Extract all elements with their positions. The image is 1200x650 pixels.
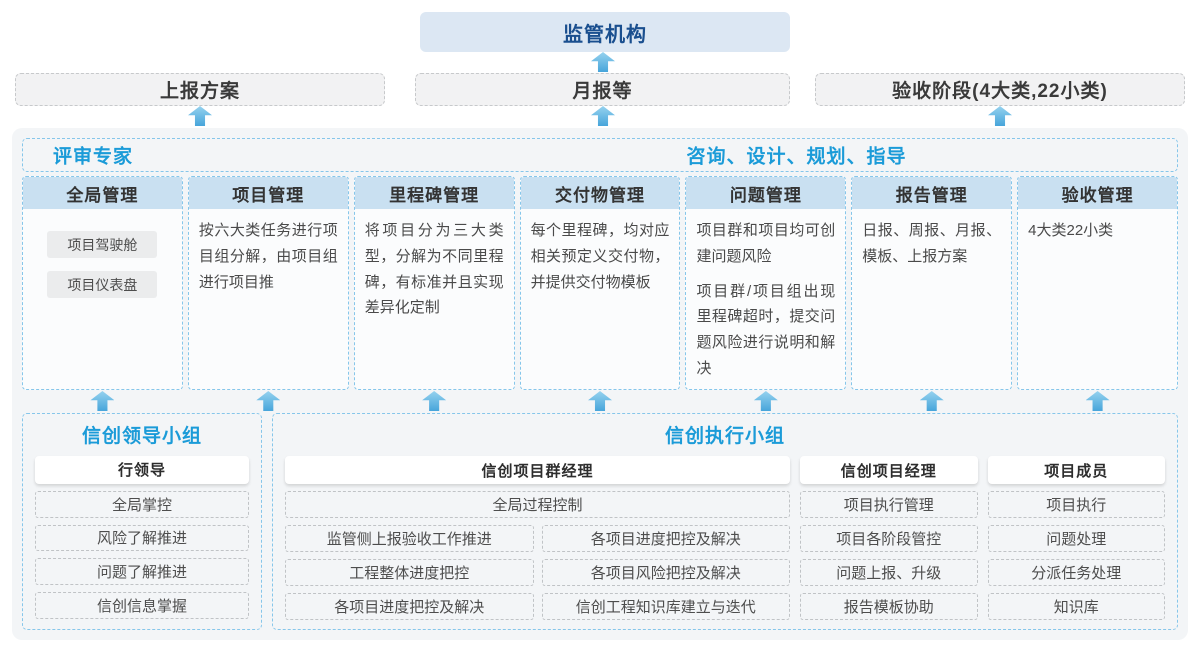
execution-group: 信创执行小组 信创项目群经理 全局过程控制 监管侧上报验收工作推进 各项目进度把… (272, 413, 1178, 630)
pgm-duty: 监管侧上报验收工作推进 (285, 525, 534, 552)
program-manager-column: 信创项目群经理 全局过程控制 监管侧上报验收工作推进 各项目进度把控及解决 工程… (285, 456, 790, 620)
column-text: 每个里程碑，均对应相关预定义交付物，并提供交付物模板 (530, 222, 670, 291)
column-title: 里程碑管理 (354, 177, 514, 209)
leader-duty: 全局掌控 (35, 490, 249, 518)
role-project-member: 项目成员 (987, 456, 1165, 484)
role-project-manager: 信创项目经理 (800, 456, 978, 484)
pgm-duty-row: 工程整体进度把控 各项目风险把控及解决 (285, 552, 790, 586)
up-arrow-icon (188, 106, 212, 126)
column-text: 日报、周报、月报、模板、上报方案 (862, 222, 1002, 265)
project-manager-column: 信创项目经理 项目执行管理 项目各阶段管控 问题上报、升级 报告模板协助 (800, 456, 978, 620)
tag-project-cockpit: 项目驾驶舱 (47, 231, 158, 258)
review-experts-label: 评审专家 (53, 146, 134, 168)
column-project-management: 项目管理 按六大类任务进行项目组分解，由项目组进行项目推 (187, 176, 349, 390)
up-arrow-icon (256, 391, 281, 411)
leadership-group-title: 信创领导小组 (81, 426, 202, 447)
pgm-duty: 各项目进度把控及解决 (285, 593, 534, 620)
column-body: 日报、周报、月报、模板、上报方案 (852, 209, 1011, 285)
pgm-duty: 各项目进度把控及解决 (541, 525, 790, 552)
column-title: 报告管理 (852, 177, 1012, 209)
column-issue-management: 问题管理 项目群和项目均可创建问题风险 项目群/项目组出现里程碑超时，提交问题风… (685, 176, 847, 390)
regulator-box: 监管机构 (420, 12, 790, 52)
leader-duty: 信创信息掌握 (35, 592, 249, 619)
project-member-column: 项目成员 项目执行 问题处理 分派任务处理 知识库 (987, 456, 1165, 620)
regulator-label: 监管机构 (563, 23, 647, 46)
member-duty: 分派任务处理 (987, 559, 1165, 586)
pgm-duty-row: 各项目进度把控及解决 信创工程知识库建立与迭代 (285, 586, 790, 620)
pm-duty: 项目执行管理 (800, 491, 978, 518)
column-text: 4大类22小类 (1028, 222, 1114, 239)
column-global-management: 全局管理 项目驾驶舱 项目仪表盘 (22, 176, 183, 390)
column-text: 项目群/项目组出现里程碑超时，提交问题风险进行说明和解决 (696, 282, 836, 377)
up-arrow-icon (1085, 391, 1110, 411)
column-body: 4大类22小类 (1018, 209, 1177, 259)
up-arrow-icon (90, 391, 115, 411)
leader-duty: 风险了解推进 (35, 524, 249, 552)
column-report-management: 报告管理 日报、周报、月报、模板、上报方案 (851, 176, 1013, 390)
column-body: 按六大类任务进行项目组分解，由项目组进行项目推 (189, 209, 348, 310)
tag-project-dashboard: 项目仪表盘 (47, 271, 158, 298)
up-arrow-icon (988, 106, 1012, 126)
channel-box-report-plan: 上报方案 (15, 73, 385, 106)
up-arrow-icon (919, 391, 944, 411)
column-deliverable-management: 交付物管理 每个里程碑，均对应相关预定义交付物，并提供交付物模板 (519, 176, 681, 390)
column-title: 验收管理 (1018, 177, 1178, 209)
up-arrow-icon (588, 391, 612, 411)
pgm-duty: 工程整体进度把控 (285, 559, 534, 586)
pm-duty: 项目各阶段管控 (800, 525, 978, 552)
column-title: 交付物管理 (520, 177, 680, 209)
column-milestone-management: 里程碑管理 将项目分为三大类型，分解为不同里程碑，有标准并且实现差异化定制 (353, 176, 515, 390)
column-title: 项目管理 (188, 177, 348, 209)
channel-box-acceptance-stage: 验收阶段(4大类,22小类) (815, 73, 1185, 106)
column-body: 项目群和项目均可创建问题风险 项目群/项目组出现里程碑超时，提交问题风险进行说明… (686, 209, 845, 389)
column-body: 每个里程碑，均对应相关预定义交付物，并提供交付物模板 (521, 209, 680, 310)
group-to-column-arrows (22, 391, 1178, 411)
column-title: 问题管理 (686, 177, 846, 209)
member-duty: 问题处理 (987, 525, 1165, 552)
column-body: 将项目分为三大类型，分解为不同里程碑，有标准并且实现差异化定制 (355, 209, 514, 336)
advisor-strip: 评审专家 咨询、设计、规划、指导 (22, 138, 1178, 172)
up-arrow-icon (422, 391, 447, 411)
column-title: 全局管理 (23, 177, 182, 209)
role-bank-leader: 行领导 (35, 456, 249, 484)
column-body: 项目驾驶舱 项目仪表盘 (23, 209, 182, 304)
pgm-duty-row: 监管侧上报验收工作推进 各项目进度把控及解决 (285, 518, 790, 552)
execution-group-body: 信创项目群经理 全局过程控制 监管侧上报验收工作推进 各项目进度把控及解决 工程… (285, 456, 1165, 620)
pm-duty: 报告模板协助 (800, 593, 978, 620)
column-text: 按六大类任务进行项目组分解，由项目组进行项目推 (198, 222, 338, 291)
channel-box-monthly-report: 月报等 (415, 73, 790, 106)
role-program-manager: 信创项目群经理 (285, 456, 790, 484)
pm-duty: 问题上报、升级 (800, 559, 978, 586)
consulting-label: 咨询、设计、规划、指导 (686, 146, 907, 168)
up-arrow-icon (753, 391, 778, 411)
column-acceptance-management: 验收管理 4大类22小类 (1017, 176, 1179, 390)
column-text: 将项目分为三大类型，分解为不同里程碑，有标准并且实现差异化定制 (364, 222, 504, 317)
channel-label: 验收阶段(4大类,22小类) (892, 81, 1108, 102)
pgm-duty: 各项目风险把控及解决 (541, 559, 790, 586)
pgm-duty: 信创工程知识库建立与迭代 (541, 593, 790, 620)
column-text: 项目群和项目均可创建问题风险 (696, 222, 836, 265)
channel-label: 月报等 (572, 81, 633, 102)
pgm-duty-full: 全局过程控制 (285, 491, 790, 518)
platform-panel: 评审专家 咨询、设计、规划、指导 全局管理 项目驾驶舱 项目仪表盘 项目管理 按… (12, 128, 1188, 640)
member-duty: 知识库 (987, 593, 1165, 620)
up-arrow-icon (591, 106, 615, 126)
member-duty: 项目执行 (987, 491, 1165, 518)
execution-group-title: 信创执行小组 (664, 426, 785, 447)
channel-label: 上报方案 (159, 81, 240, 102)
leadership-group: 信创领导小组 行领导 全局掌控 风险了解推进 问题了解推进 信创信息掌握 (22, 413, 262, 630)
leader-duty: 问题了解推进 (35, 558, 249, 586)
up-arrow-icon (591, 52, 615, 72)
team-groups: 信创领导小组 行领导 全局掌控 风险了解推进 问题了解推进 信创信息掌握 信创执… (22, 413, 1178, 630)
management-columns: 全局管理 项目驾驶舱 项目仪表盘 项目管理 按六大类任务进行项目组分解，由项目组… (22, 176, 1179, 390)
